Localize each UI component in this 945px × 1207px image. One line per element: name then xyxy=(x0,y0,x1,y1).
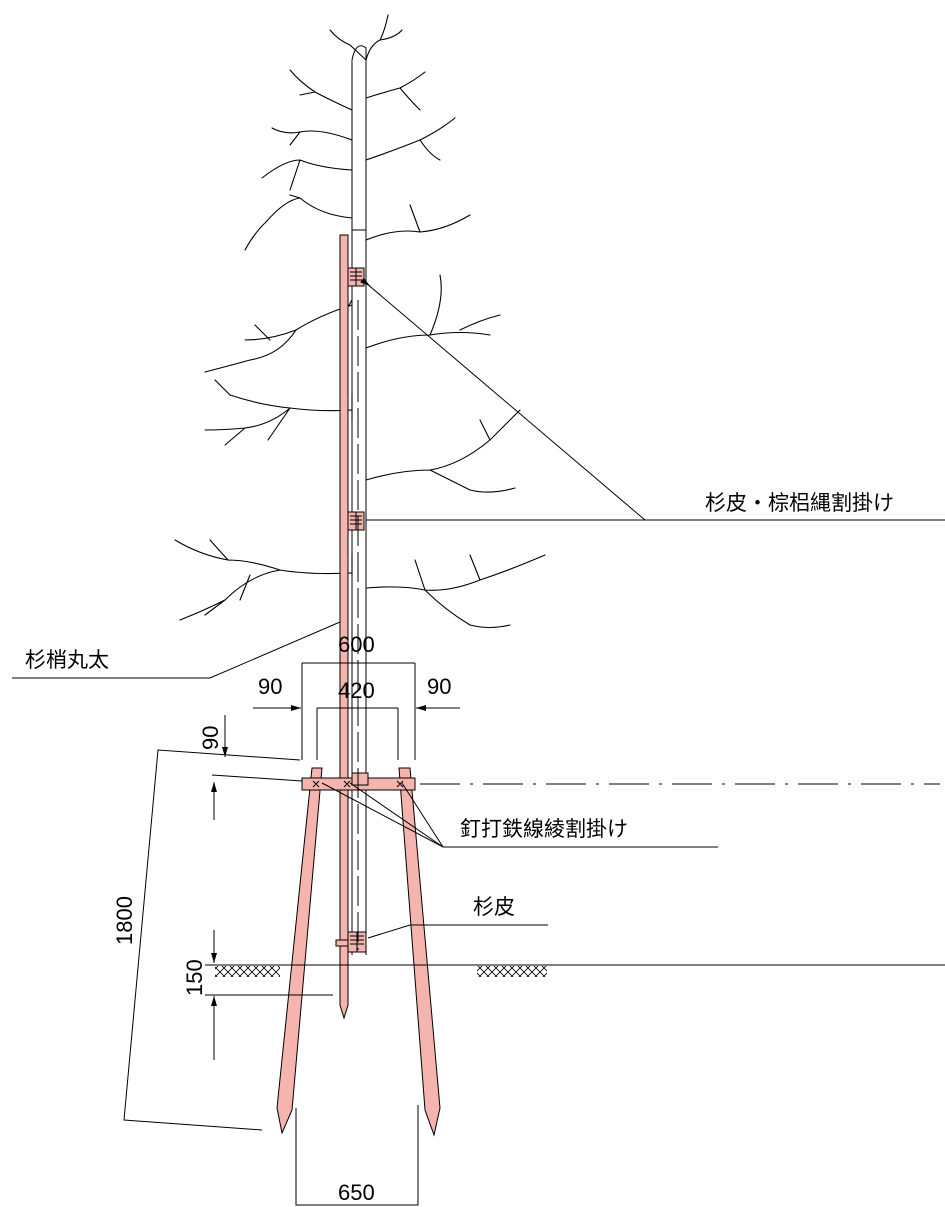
label-sugi-kawa: 杉皮 xyxy=(473,895,515,919)
stakes xyxy=(276,234,441,1137)
label-sugi-kozue-maruta: 杉梢丸太 xyxy=(25,648,109,672)
dim-420: 420 xyxy=(338,678,375,703)
dim-90-right: 90 xyxy=(427,674,451,699)
right-stake xyxy=(398,767,441,1137)
ground xyxy=(205,783,945,977)
bark-wrap-top xyxy=(347,267,365,287)
leaders xyxy=(12,277,945,939)
left-stake xyxy=(276,767,323,1135)
center-pole xyxy=(339,234,349,1020)
dim-650: 650 xyxy=(338,1180,375,1205)
tree-trunk xyxy=(351,45,367,955)
dim-1800: 1800 xyxy=(112,896,137,945)
tree xyxy=(174,14,546,955)
dim-600: 600 xyxy=(338,632,375,657)
dim-90-vertical: 90 xyxy=(198,726,223,750)
dim-90-left: 90 xyxy=(258,674,282,699)
label-sugi-kawa-shuro: 杉皮・棕梠縄割掛け xyxy=(705,491,894,515)
label-kugiuchi: 釘打鉄線綾割掛け xyxy=(460,817,628,841)
dim-150: 150 xyxy=(182,959,207,996)
bark-wrap-bottom xyxy=(335,931,367,953)
bark-wrap-middle xyxy=(347,511,365,531)
dimension-lines xyxy=(123,662,460,1206)
